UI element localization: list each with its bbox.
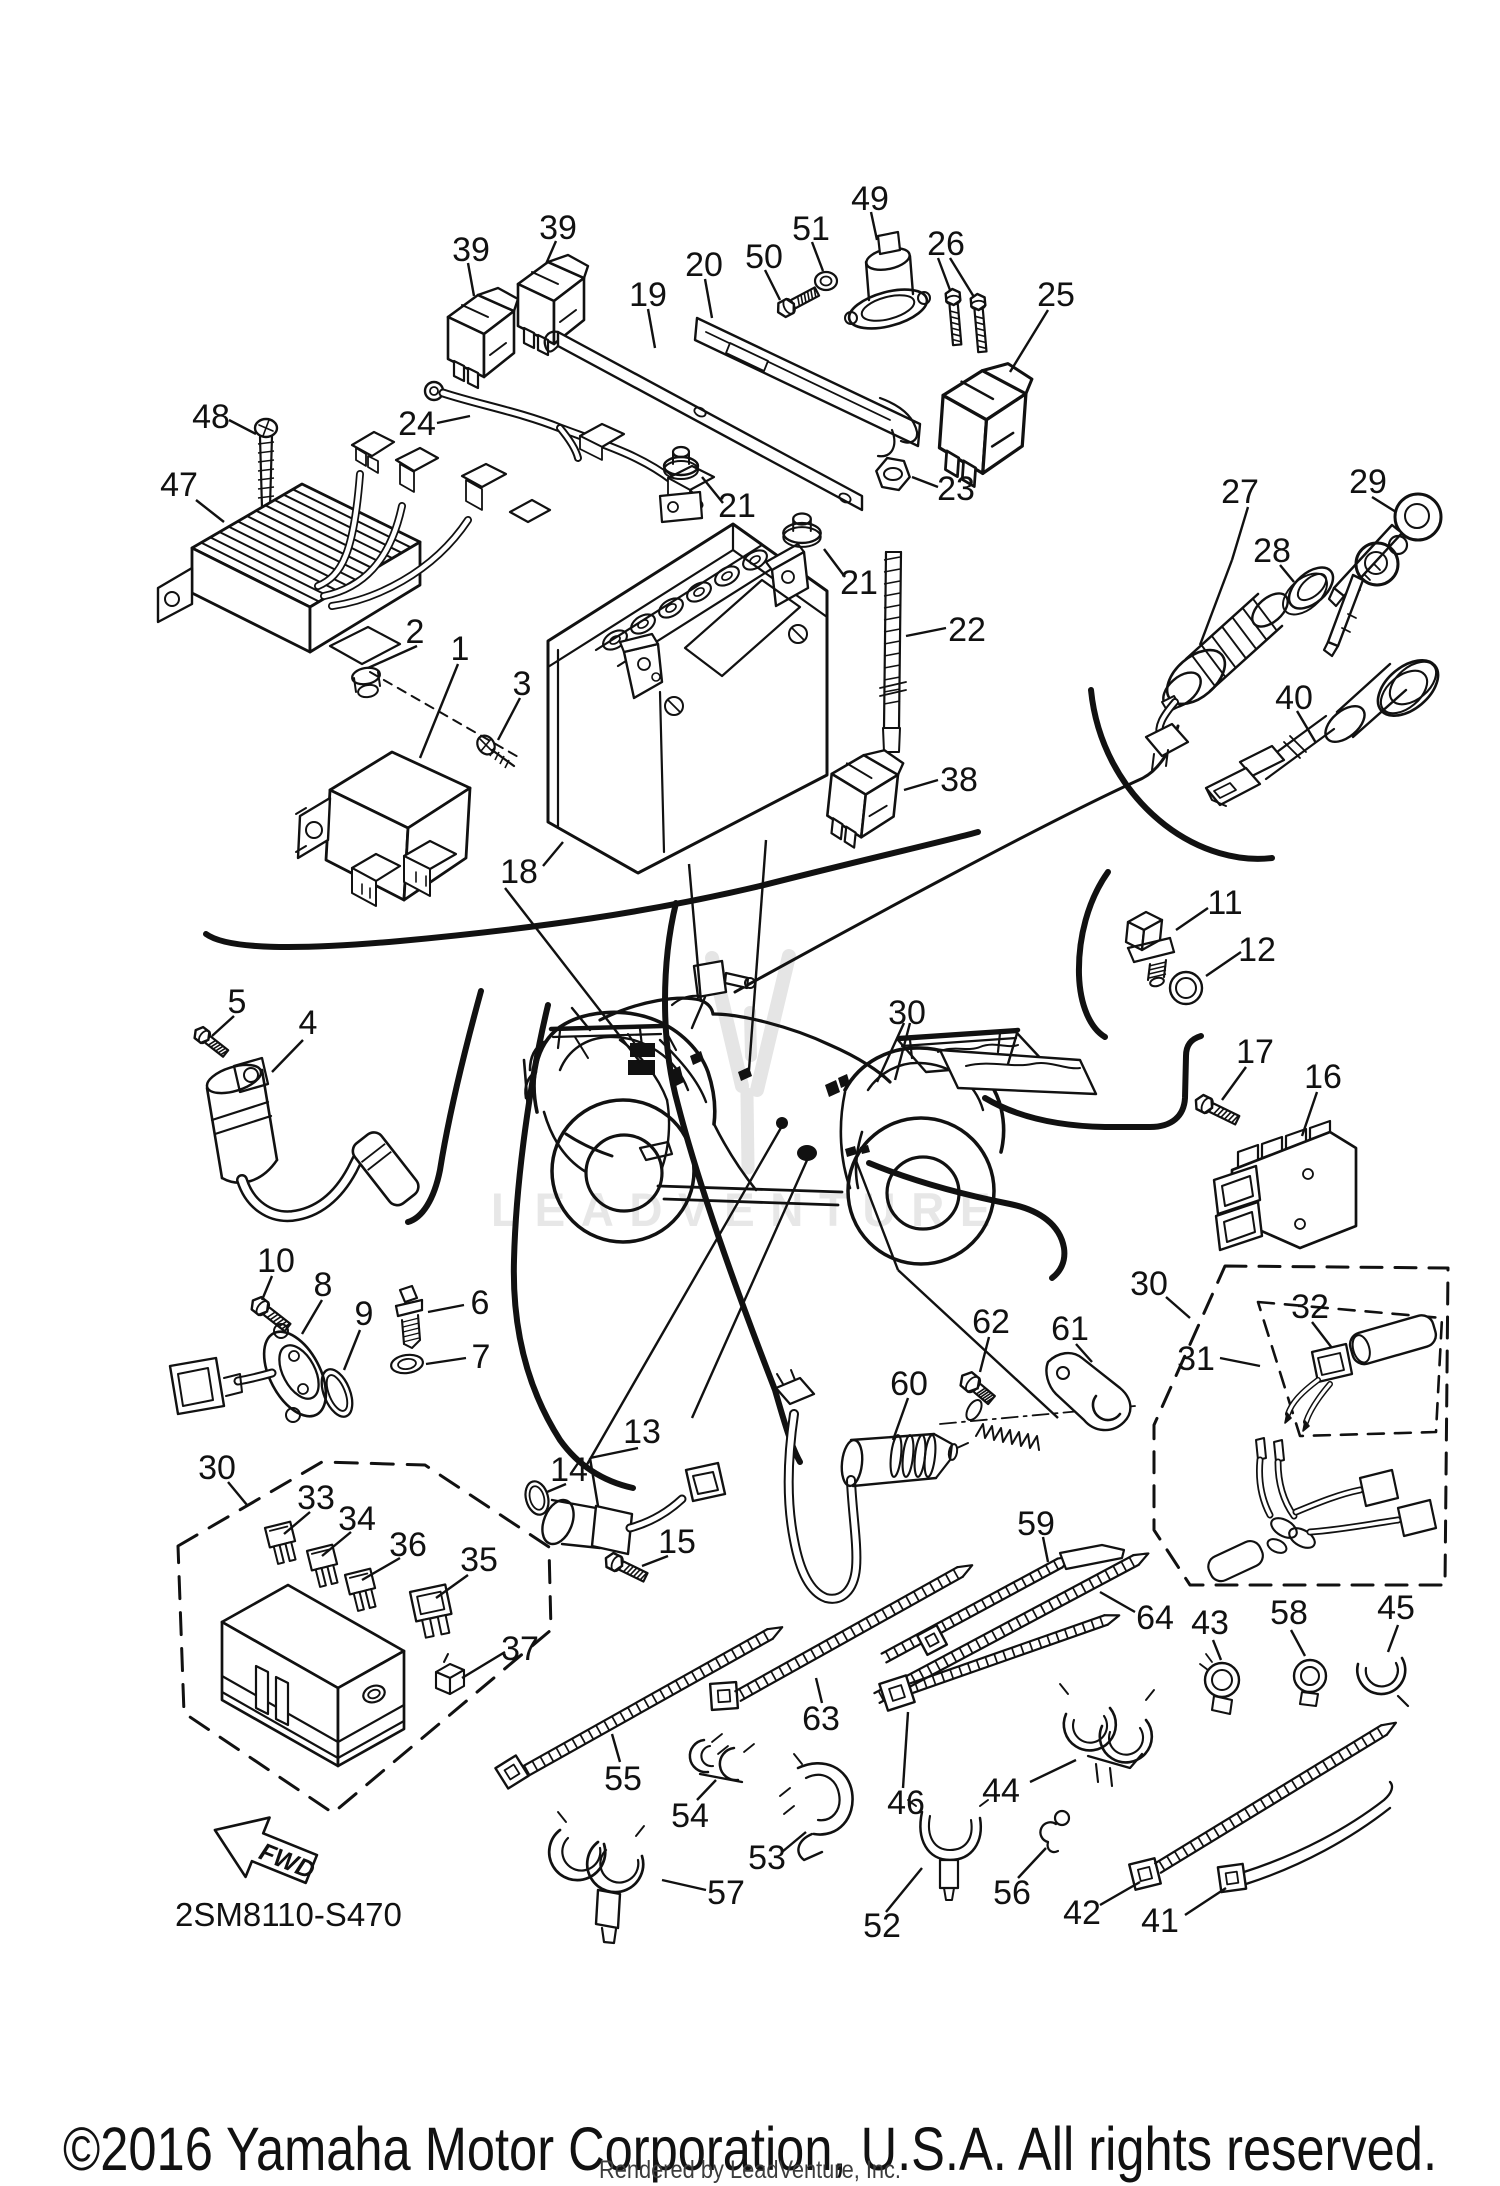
svg-text:33: 33: [297, 1479, 335, 1517]
svg-text:42: 42: [1063, 1894, 1101, 1932]
svg-text:60: 60: [890, 1365, 928, 1403]
svg-text:39: 39: [452, 231, 490, 269]
svg-text:2: 2: [406, 613, 425, 651]
svg-text:44: 44: [982, 1772, 1020, 1810]
svg-text:56: 56: [993, 1874, 1031, 1912]
svg-text:59: 59: [1017, 1505, 1055, 1543]
svg-text:35: 35: [460, 1541, 498, 1579]
svg-text:26: 26: [927, 225, 965, 263]
svg-text:29: 29: [1349, 463, 1387, 501]
svg-text:30: 30: [198, 1449, 236, 1487]
svg-text:49: 49: [851, 180, 889, 218]
svg-text:6: 6: [471, 1284, 490, 1322]
svg-text:57: 57: [707, 1874, 745, 1912]
svg-text:1: 1: [451, 630, 470, 668]
svg-text:7: 7: [472, 1338, 491, 1376]
svg-text:43: 43: [1191, 1604, 1229, 1642]
svg-text:32: 32: [1291, 1288, 1329, 1326]
svg-text:22: 22: [948, 611, 986, 649]
svg-text:20: 20: [685, 246, 723, 284]
svg-text:4: 4: [299, 1004, 318, 1042]
svg-text:48: 48: [192, 398, 230, 436]
svg-text:10: 10: [257, 1242, 295, 1280]
svg-text:53: 53: [748, 1839, 786, 1877]
svg-text:23: 23: [937, 470, 975, 508]
svg-text:52: 52: [863, 1907, 901, 1945]
svg-text:64: 64: [1136, 1599, 1174, 1637]
svg-text:39: 39: [539, 209, 577, 247]
svg-text:14: 14: [550, 1451, 588, 1489]
svg-text:36: 36: [389, 1526, 427, 1564]
svg-text:21: 21: [840, 564, 878, 602]
svg-text:17: 17: [1236, 1033, 1274, 1071]
svg-text:5: 5: [228, 983, 247, 1021]
svg-text:41: 41: [1141, 1902, 1179, 1940]
svg-text:51: 51: [792, 210, 830, 248]
svg-text:13: 13: [623, 1413, 661, 1451]
svg-text:38: 38: [940, 761, 978, 799]
svg-text:25: 25: [1037, 276, 1075, 314]
svg-text:2SM8110-S470: 2SM8110-S470: [175, 1896, 402, 1933]
svg-text:8: 8: [314, 1266, 333, 1304]
svg-text:18: 18: [500, 853, 538, 891]
svg-text:47: 47: [160, 466, 198, 504]
svg-text:40: 40: [1275, 679, 1313, 717]
svg-text:61: 61: [1051, 1310, 1089, 1348]
svg-text:21: 21: [718, 487, 756, 525]
svg-text:©2016 Yamaha Motor Corporation: ©2016 Yamaha Motor Corporation, U.S.A. A…: [63, 2115, 1437, 2183]
svg-text:15: 15: [658, 1523, 696, 1561]
svg-text:58: 58: [1270, 1594, 1308, 1632]
svg-text:3: 3: [513, 665, 532, 703]
svg-text:30: 30: [888, 994, 926, 1032]
svg-text:Rendered by LeadVenture, Inc.: Rendered by LeadVenture, Inc.: [599, 2156, 901, 2184]
svg-text:19: 19: [629, 276, 667, 314]
svg-text:62: 62: [972, 1303, 1010, 1341]
svg-text:50: 50: [745, 238, 783, 276]
svg-text:9: 9: [355, 1295, 374, 1333]
svg-text:31: 31: [1177, 1340, 1215, 1378]
svg-text:54: 54: [671, 1797, 709, 1835]
svg-text:55: 55: [604, 1760, 642, 1798]
svg-text:27: 27: [1221, 473, 1259, 511]
svg-text:34: 34: [338, 1500, 376, 1538]
svg-text:12: 12: [1238, 931, 1276, 969]
svg-text:46: 46: [887, 1784, 925, 1822]
svg-text:45: 45: [1377, 1589, 1415, 1627]
svg-text:24: 24: [398, 405, 436, 443]
svg-text:30: 30: [1130, 1265, 1168, 1303]
svg-text:28: 28: [1253, 532, 1291, 570]
svg-text:LEADVENTURE: LEADVENTURE: [491, 1183, 1006, 1236]
svg-text:11: 11: [1207, 884, 1242, 922]
svg-text:37: 37: [501, 1630, 539, 1668]
svg-text:63: 63: [802, 1700, 840, 1738]
svg-text:16: 16: [1304, 1058, 1342, 1096]
